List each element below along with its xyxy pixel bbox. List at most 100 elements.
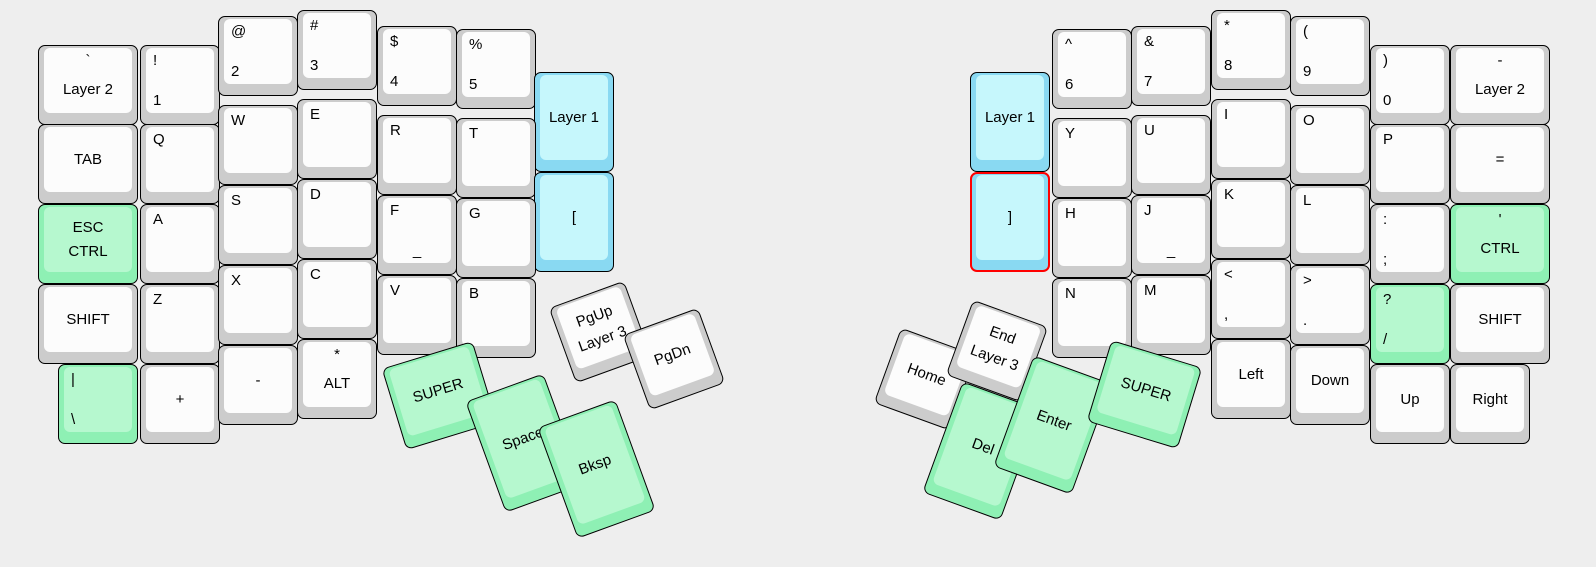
key-r-o[interactable]: O xyxy=(1290,105,1370,185)
key-l-c[interactable]: C xyxy=(297,259,377,339)
key-l-plus[interactable]: + xyxy=(140,364,220,444)
key-cap xyxy=(462,121,530,186)
key-cap xyxy=(1456,127,1544,192)
key-r-0[interactable]: )0 xyxy=(1370,45,1450,125)
key-l-f[interactable]: F_ xyxy=(377,195,457,275)
key-l-z[interactable]: Z xyxy=(140,284,220,364)
key-cap xyxy=(1058,32,1126,97)
key-l-q[interactable]: Q xyxy=(140,124,220,204)
key-l-d[interactable]: D xyxy=(297,179,377,259)
key-l-grave-layer2[interactable]: `Layer 2 xyxy=(38,45,138,125)
key-cap xyxy=(64,367,132,432)
key-l-3[interactable]: #3 xyxy=(297,10,377,90)
key-l-2[interactable]: @2 xyxy=(218,16,298,96)
key-l-b[interactable]: B xyxy=(456,278,536,358)
key-r-layer1[interactable]: Layer 1 xyxy=(970,72,1050,172)
key-l-t[interactable]: T xyxy=(456,118,536,198)
key-r-n[interactable]: N xyxy=(1052,278,1132,358)
key-l-v[interactable]: V xyxy=(377,275,457,355)
key-r-comma[interactable]: <, xyxy=(1211,259,1291,339)
key-cap xyxy=(383,29,451,94)
key-cap xyxy=(146,367,214,432)
key-cap xyxy=(1058,281,1126,346)
key-l-a[interactable]: A xyxy=(140,204,220,284)
key-cap xyxy=(1296,19,1364,84)
key-l-s[interactable]: S xyxy=(218,185,298,265)
key-cap xyxy=(1137,29,1205,94)
key-r-right[interactable]: Right xyxy=(1450,364,1530,444)
key-cap xyxy=(1217,13,1285,78)
key-cap xyxy=(1376,127,1444,192)
key-r-l[interactable]: L xyxy=(1290,185,1370,265)
key-r-rbracket[interactable]: ] xyxy=(970,172,1050,272)
key-cap xyxy=(462,201,530,266)
key-r-y[interactable]: Y xyxy=(1052,118,1132,198)
key-r-period[interactable]: >. xyxy=(1290,265,1370,345)
key-r-semicolon[interactable]: :; xyxy=(1370,204,1450,284)
key-l-w[interactable]: W xyxy=(218,105,298,185)
key-cap xyxy=(146,207,214,272)
key-r-minus-layer2[interactable]: -Layer 2 xyxy=(1450,45,1550,125)
key-cap xyxy=(462,281,530,346)
key-r-up[interactable]: Up xyxy=(1370,364,1450,444)
key-l-tab[interactable]: TAB xyxy=(38,124,138,204)
key-r-p[interactable]: P xyxy=(1370,124,1450,204)
key-l-pipe-bslash[interactable]: |\ xyxy=(58,364,138,444)
key-r-m[interactable]: M xyxy=(1131,275,1211,355)
key-r-8[interactable]: *8 xyxy=(1211,10,1291,90)
key-l-layer1[interactable]: Layer 1 xyxy=(534,72,614,172)
key-r-slash[interactable]: ?/ xyxy=(1370,284,1450,364)
key-l-e[interactable]: E xyxy=(297,99,377,179)
key-cap xyxy=(303,342,371,407)
key-cap xyxy=(1296,348,1364,413)
key-l-x[interactable]: X xyxy=(218,265,298,345)
key-cap xyxy=(1376,48,1444,113)
key-l-lbracket[interactable]: [ xyxy=(534,172,614,272)
key-l-1[interactable]: !1 xyxy=(140,45,220,125)
key-cap xyxy=(1058,121,1126,186)
key-cap xyxy=(1456,207,1544,272)
key-cap xyxy=(303,102,371,167)
key-r-9[interactable]: (9 xyxy=(1290,16,1370,96)
key-r-left[interactable]: Left xyxy=(1211,339,1291,419)
key-r-shift[interactable]: SHIFT xyxy=(1450,284,1550,364)
key-cap xyxy=(303,13,371,78)
key-cap xyxy=(462,32,530,97)
key-l-bksp[interactable]: Bksp xyxy=(537,399,656,539)
key-r-u[interactable]: U xyxy=(1131,115,1211,195)
key-r-k[interactable]: K xyxy=(1211,179,1291,259)
key-r-6[interactable]: ^6 xyxy=(1052,29,1132,109)
key-cap xyxy=(146,287,214,352)
key-r-7[interactable]: &7 xyxy=(1131,26,1211,106)
key-cap xyxy=(1376,287,1444,352)
key-cap xyxy=(1296,108,1364,173)
key-l-g[interactable]: G xyxy=(456,198,536,278)
key-cap xyxy=(224,19,292,84)
key-cap xyxy=(224,188,292,253)
key-cap xyxy=(224,268,292,333)
key-r-equals[interactable]: = xyxy=(1450,124,1550,204)
key-cap xyxy=(1217,102,1285,167)
key-cap xyxy=(1456,48,1544,113)
key-l-r[interactable]: R xyxy=(377,115,457,195)
key-r-h[interactable]: H xyxy=(1052,198,1132,278)
key-cap xyxy=(44,127,132,192)
key-cap xyxy=(1137,278,1205,343)
key-l-star-alt[interactable]: *ALT xyxy=(297,339,377,419)
key-cap xyxy=(540,75,608,160)
key-cap xyxy=(1217,262,1285,327)
key-r-down[interactable]: Down xyxy=(1290,345,1370,425)
key-l-minus[interactable]: - xyxy=(218,345,298,425)
key-l-5[interactable]: %5 xyxy=(456,29,536,109)
key-l-4[interactable]: $4 xyxy=(377,26,457,106)
key-cap xyxy=(1137,118,1205,183)
key-cap xyxy=(1058,201,1126,266)
key-cap xyxy=(303,182,371,247)
key-r-j[interactable]: J_ xyxy=(1131,195,1211,275)
key-l-shift[interactable]: SHIFT xyxy=(38,284,138,364)
key-r-quote-ctrl[interactable]: 'CTRL xyxy=(1450,204,1550,284)
key-r-i[interactable]: I xyxy=(1211,99,1291,179)
key-cap xyxy=(224,348,292,413)
